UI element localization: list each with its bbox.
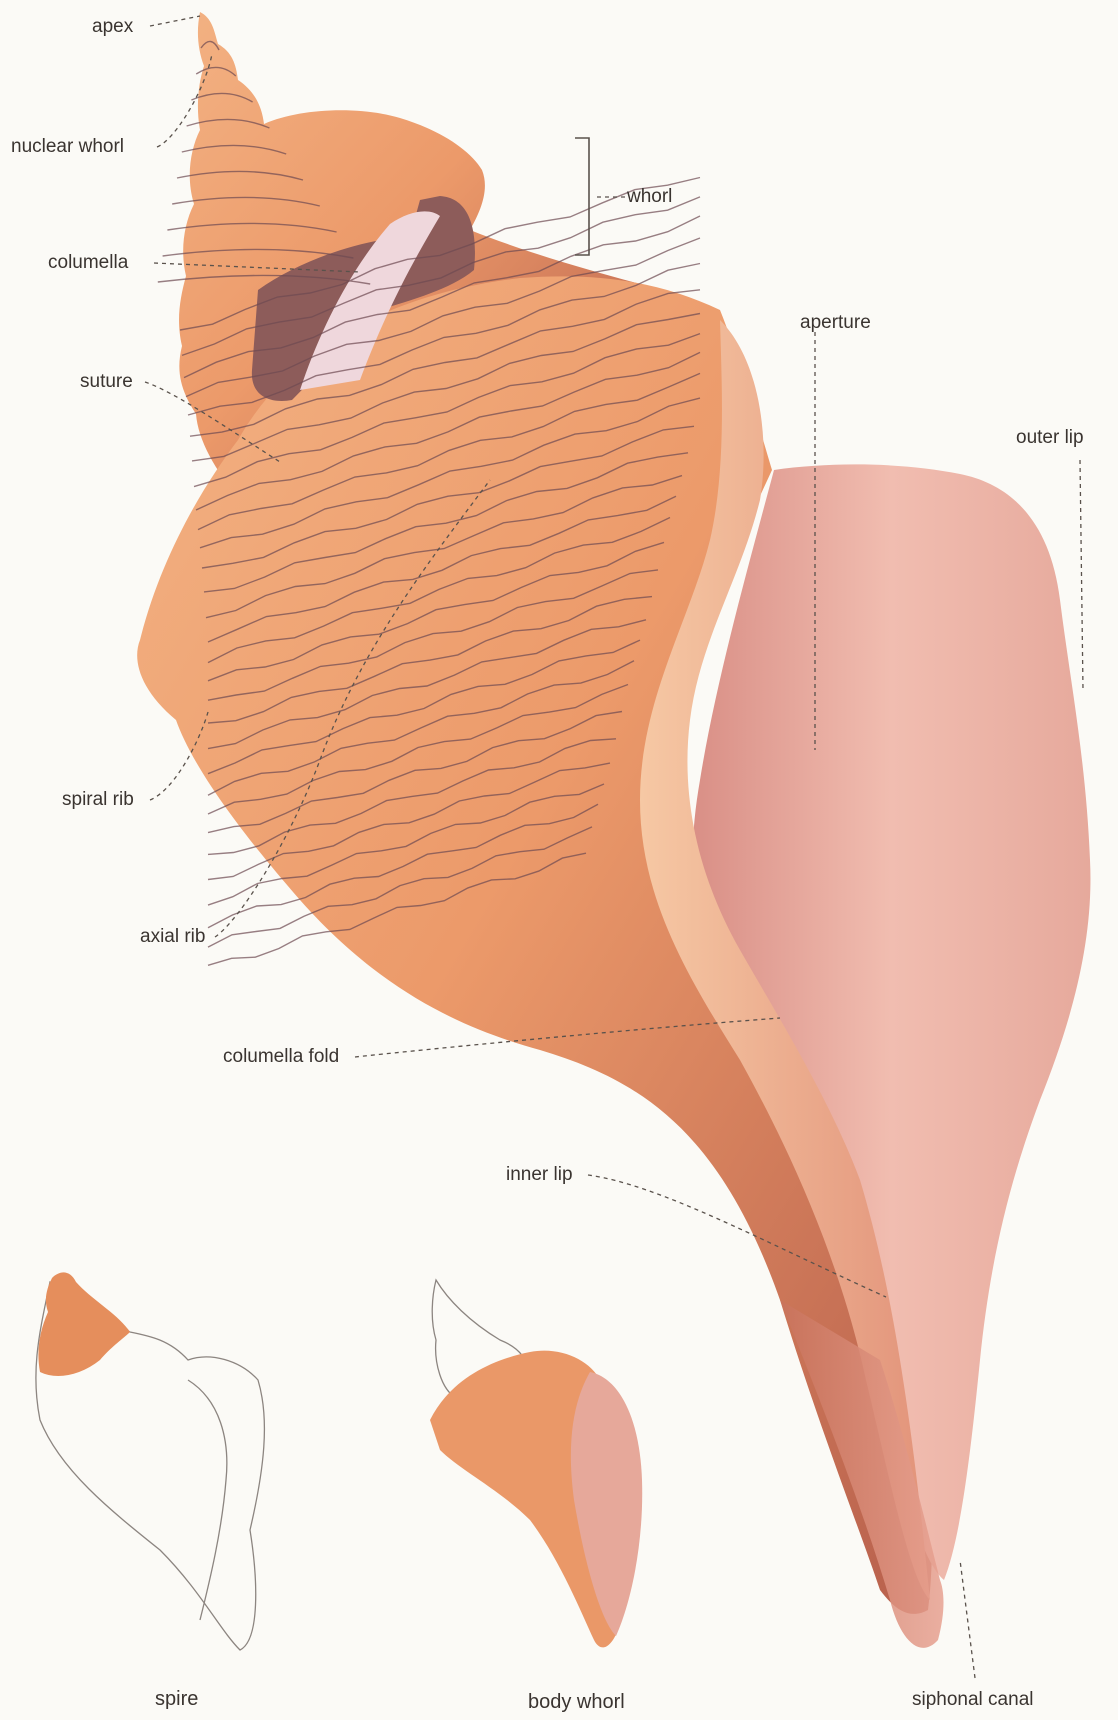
label-axial-rib: axial rib bbox=[140, 926, 205, 947]
label-columella-fold: columella fold bbox=[223, 1046, 339, 1067]
leader-outer-lip bbox=[1080, 460, 1083, 690]
label-apex: apex bbox=[92, 16, 134, 37]
label-outer-lip: outer lip bbox=[1016, 427, 1084, 448]
label-inner-lip: inner lip bbox=[506, 1164, 573, 1185]
caption-body-whorl: body whorl bbox=[528, 1691, 625, 1713]
label-siphonal-canal: siphonal canal bbox=[912, 1689, 1033, 1710]
label-nuclear-whorl: nuclear whorl bbox=[11, 136, 124, 157]
spire-colored bbox=[38, 1272, 130, 1376]
label-columella: columella bbox=[48, 252, 129, 273]
body-whorl-diagram bbox=[430, 1280, 642, 1647]
label-aperture: aperture bbox=[800, 312, 871, 333]
leader-apex bbox=[150, 16, 200, 26]
label-spiral-rib: spiral rib bbox=[62, 789, 134, 810]
leader-siphonal-canal bbox=[960, 1560, 975, 1678]
spire-diagram bbox=[36, 1272, 265, 1650]
whorl-bracket bbox=[575, 138, 589, 255]
label-whorl: whorl bbox=[626, 186, 672, 207]
caption-spire: spire bbox=[155, 1688, 198, 1710]
spire-outline-aperture bbox=[188, 1380, 227, 1620]
label-suture: suture bbox=[80, 371, 133, 392]
